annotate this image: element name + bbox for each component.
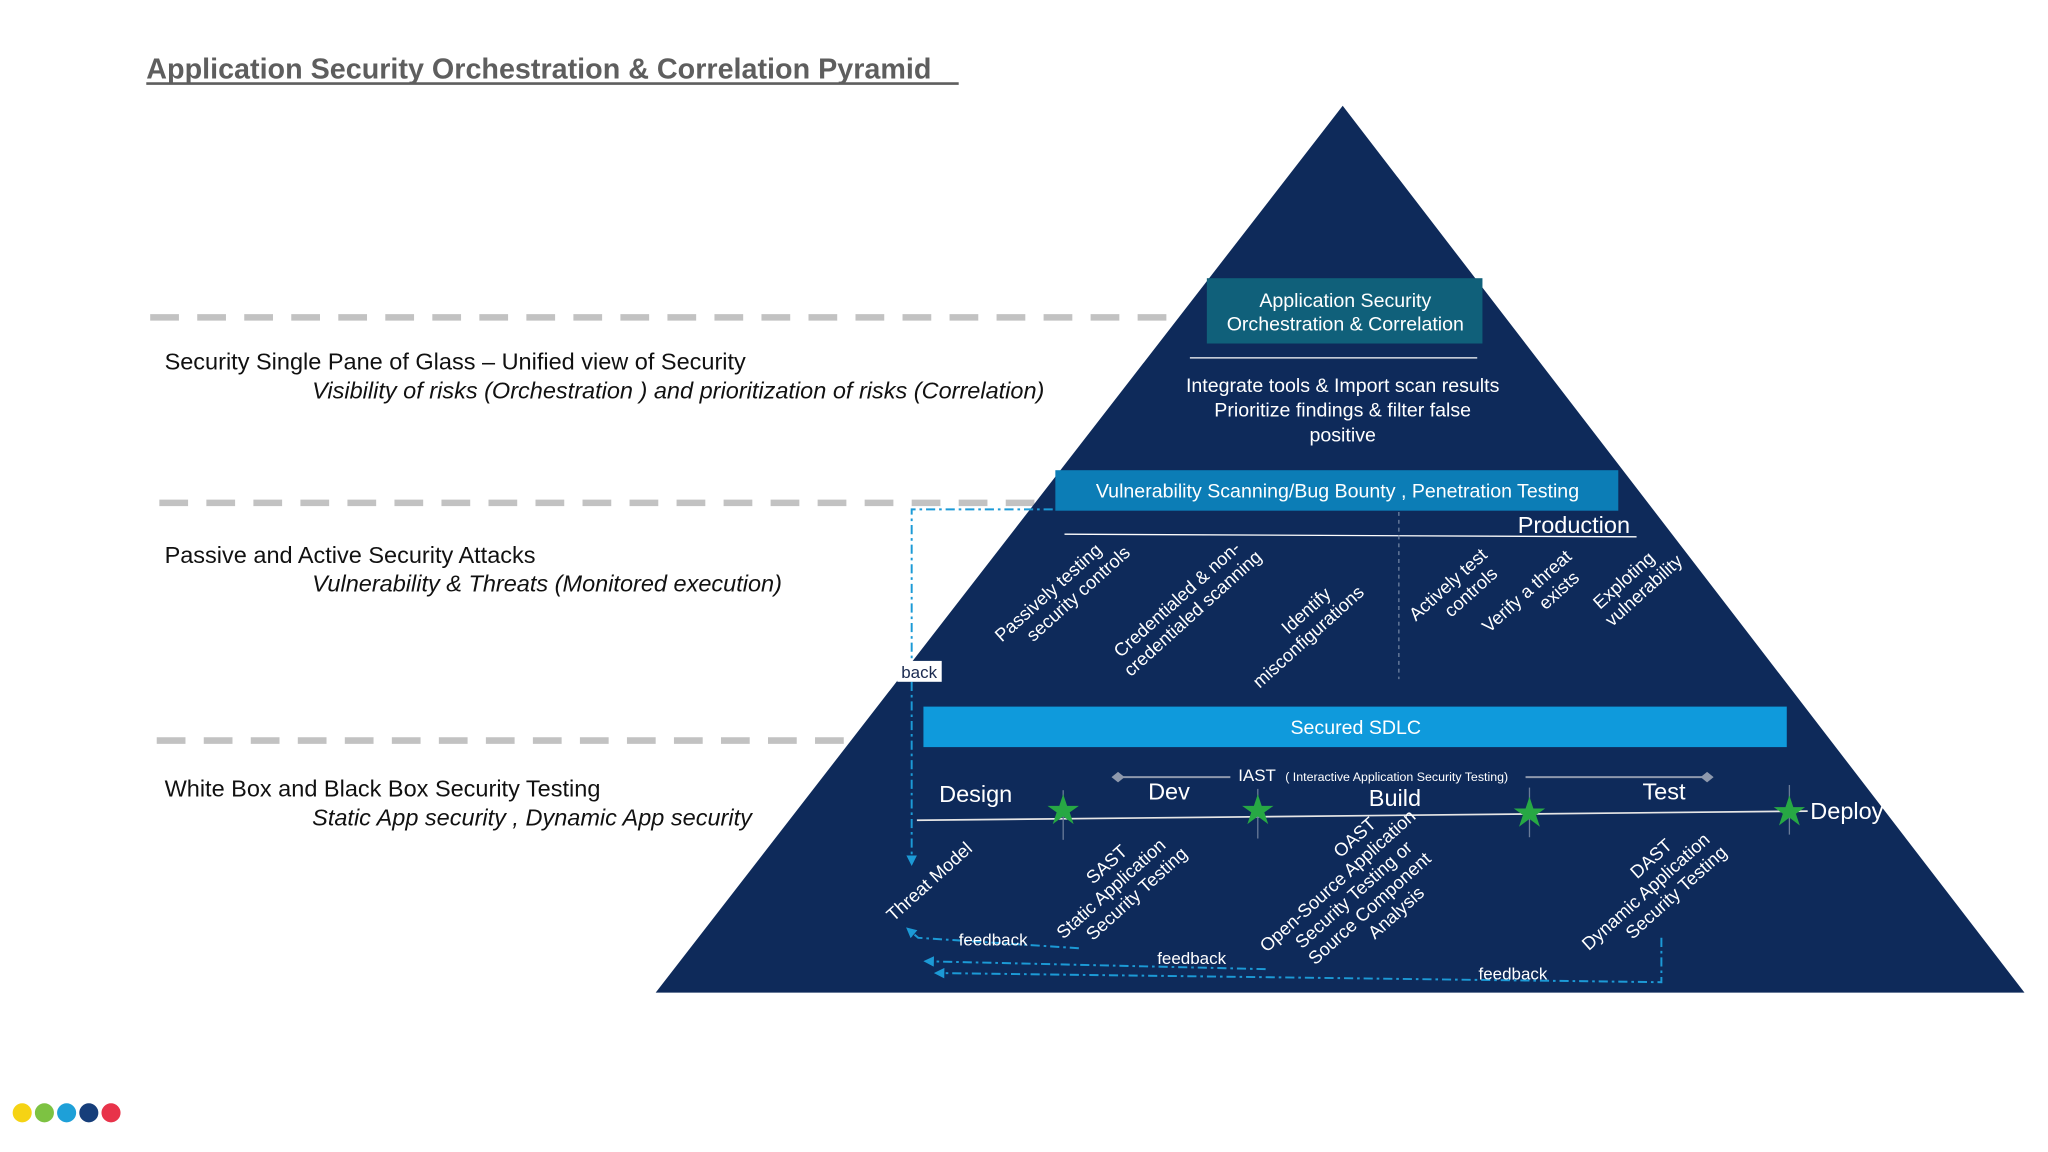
phase-design: Design [939, 781, 1012, 807]
aso-box [1206, 278, 1483, 344]
star-icon [1047, 794, 1079, 825]
sdlc-timeline [916, 810, 1808, 822]
iast-span-left-end [1111, 771, 1125, 783]
top-desc-line1: Integrate tools & Import scan results [1186, 375, 1500, 397]
feedback-label-1: feedback [959, 931, 1028, 950]
feedback-loop-2 [923, 956, 1266, 971]
iast-desc: ( Interactive Application Security Testi… [1285, 770, 1508, 784]
feedback-label-3: feedback [1479, 965, 1548, 984]
star-icon [1513, 796, 1546, 827]
production-line [1064, 533, 1637, 538]
top-desc-line2: Prioritize findings & filter false [1214, 400, 1471, 422]
feedback-loop-middle [906, 508, 1053, 866]
vuln-scanning-banner-label: Vulnerability Scanning/Bug Bounty , Pene… [1096, 481, 1579, 503]
left-subheading-2: Vulnerability & Threats (Monitored execu… [312, 571, 782, 597]
left-heading-1: Security Single Pane of Glass – Unified … [165, 349, 746, 375]
logo-dot-yellow [12, 1103, 32, 1123]
left-heading-3: White Box and Black Box Security Testing [165, 776, 601, 802]
feedback-loop-1 [906, 927, 1079, 950]
logo-dot-red [101, 1103, 121, 1123]
production-label: Production [1518, 512, 1630, 538]
top-desc-line3: positive [1309, 424, 1375, 446]
phase-test: Test [1642, 778, 1686, 804]
phase-build: Build [1369, 785, 1421, 811]
left-subheading-1: Visibility of risks (Orchestration ) and… [312, 377, 1044, 403]
vuln-scanning-banner [1055, 470, 1619, 511]
left-subheading-3: Static App security , Dynamic App securi… [312, 804, 753, 830]
secured-sdlc-banner [923, 706, 1787, 748]
star-icon [1773, 795, 1806, 826]
aso-box-line1: Application Security [1259, 290, 1431, 312]
secured-sdlc-label: Secured SDLC [1290, 717, 1421, 739]
phase-dev: Dev [1148, 778, 1190, 804]
logo-dot-green [34, 1103, 54, 1123]
pyramid-shape [655, 105, 2025, 993]
feedback-label-middle: back [901, 663, 937, 682]
iast-span-right-end [1700, 771, 1714, 783]
aso-box-line2: Orchestration & Correlation [1227, 313, 1464, 335]
logo-dot-blue [57, 1103, 77, 1123]
feedback-loop-3 [933, 937, 1663, 984]
phase-deploy: Deploy [1810, 798, 1883, 824]
feedback-label-bg [897, 660, 942, 682]
feedback-label-2: feedback [1157, 949, 1226, 968]
star-icon [1242, 794, 1274, 825]
page-title: Application Security Orchestration & Cor… [146, 53, 931, 85]
logo-dot-navy [79, 1103, 99, 1123]
left-heading-2: Passive and Active Security Attacks [165, 542, 536, 568]
iast-label: IAST [1238, 766, 1276, 785]
